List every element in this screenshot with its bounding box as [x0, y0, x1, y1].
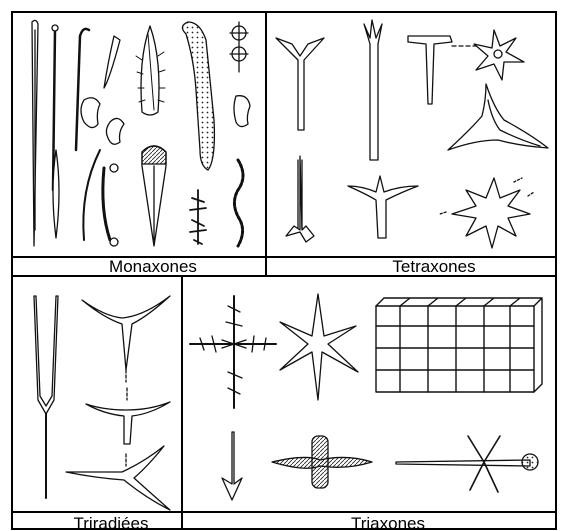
spicule-calthrop	[448, 84, 548, 150]
label-triaxones: Triaxones	[351, 514, 425, 531]
spicule-knobbed-rod	[103, 168, 110, 240]
spicule-crescent	[104, 36, 120, 88]
spicule-short-triaene	[408, 36, 452, 104]
spicule-lattice	[376, 298, 542, 392]
spicule-pointed-anchor	[222, 432, 242, 500]
spicule-kidney	[234, 96, 250, 127]
spicule-t-shaped	[86, 402, 170, 444]
spicule-triod	[348, 176, 418, 238]
spicule-pin-star	[396, 460, 530, 466]
tetraxones-panel	[276, 20, 548, 248]
spicule-twisted	[234, 160, 243, 246]
label-monaxones: Monaxones	[109, 257, 197, 276]
spicule-triaene	[276, 38, 324, 130]
spicule-kidney	[106, 118, 124, 144]
label-tetraxones: Tetraxones	[392, 257, 475, 276]
spicule-calthrop-fork	[364, 20, 382, 160]
monaxones-panel	[32, 20, 250, 246]
spicule-spiny-star	[452, 178, 530, 248]
spicule-rosette	[230, 22, 248, 72]
spicule-spiny-hexactine	[190, 296, 276, 408]
spicule-curved-needle	[83, 150, 100, 240]
spicule-dotted-rod	[182, 22, 214, 170]
spicule-hook	[76, 29, 89, 150]
triaxones-panel	[190, 294, 542, 500]
spicule-spiny-spindle	[141, 26, 159, 115]
spicule-knob	[312, 436, 328, 488]
spicule-kidney	[81, 98, 100, 128]
label-triradiees: Triradiées	[74, 514, 149, 531]
spicule-spiny-rod	[190, 190, 206, 244]
triradiees-panel	[34, 296, 170, 510]
spicule-y-shaped	[66, 446, 170, 510]
spicule-triradiate	[82, 296, 170, 370]
spicule-tuning-fork	[34, 296, 58, 414]
spicule-spindle	[53, 150, 59, 238]
spicule-anchor	[286, 156, 314, 242]
spicule-star-hexactine	[280, 294, 358, 400]
